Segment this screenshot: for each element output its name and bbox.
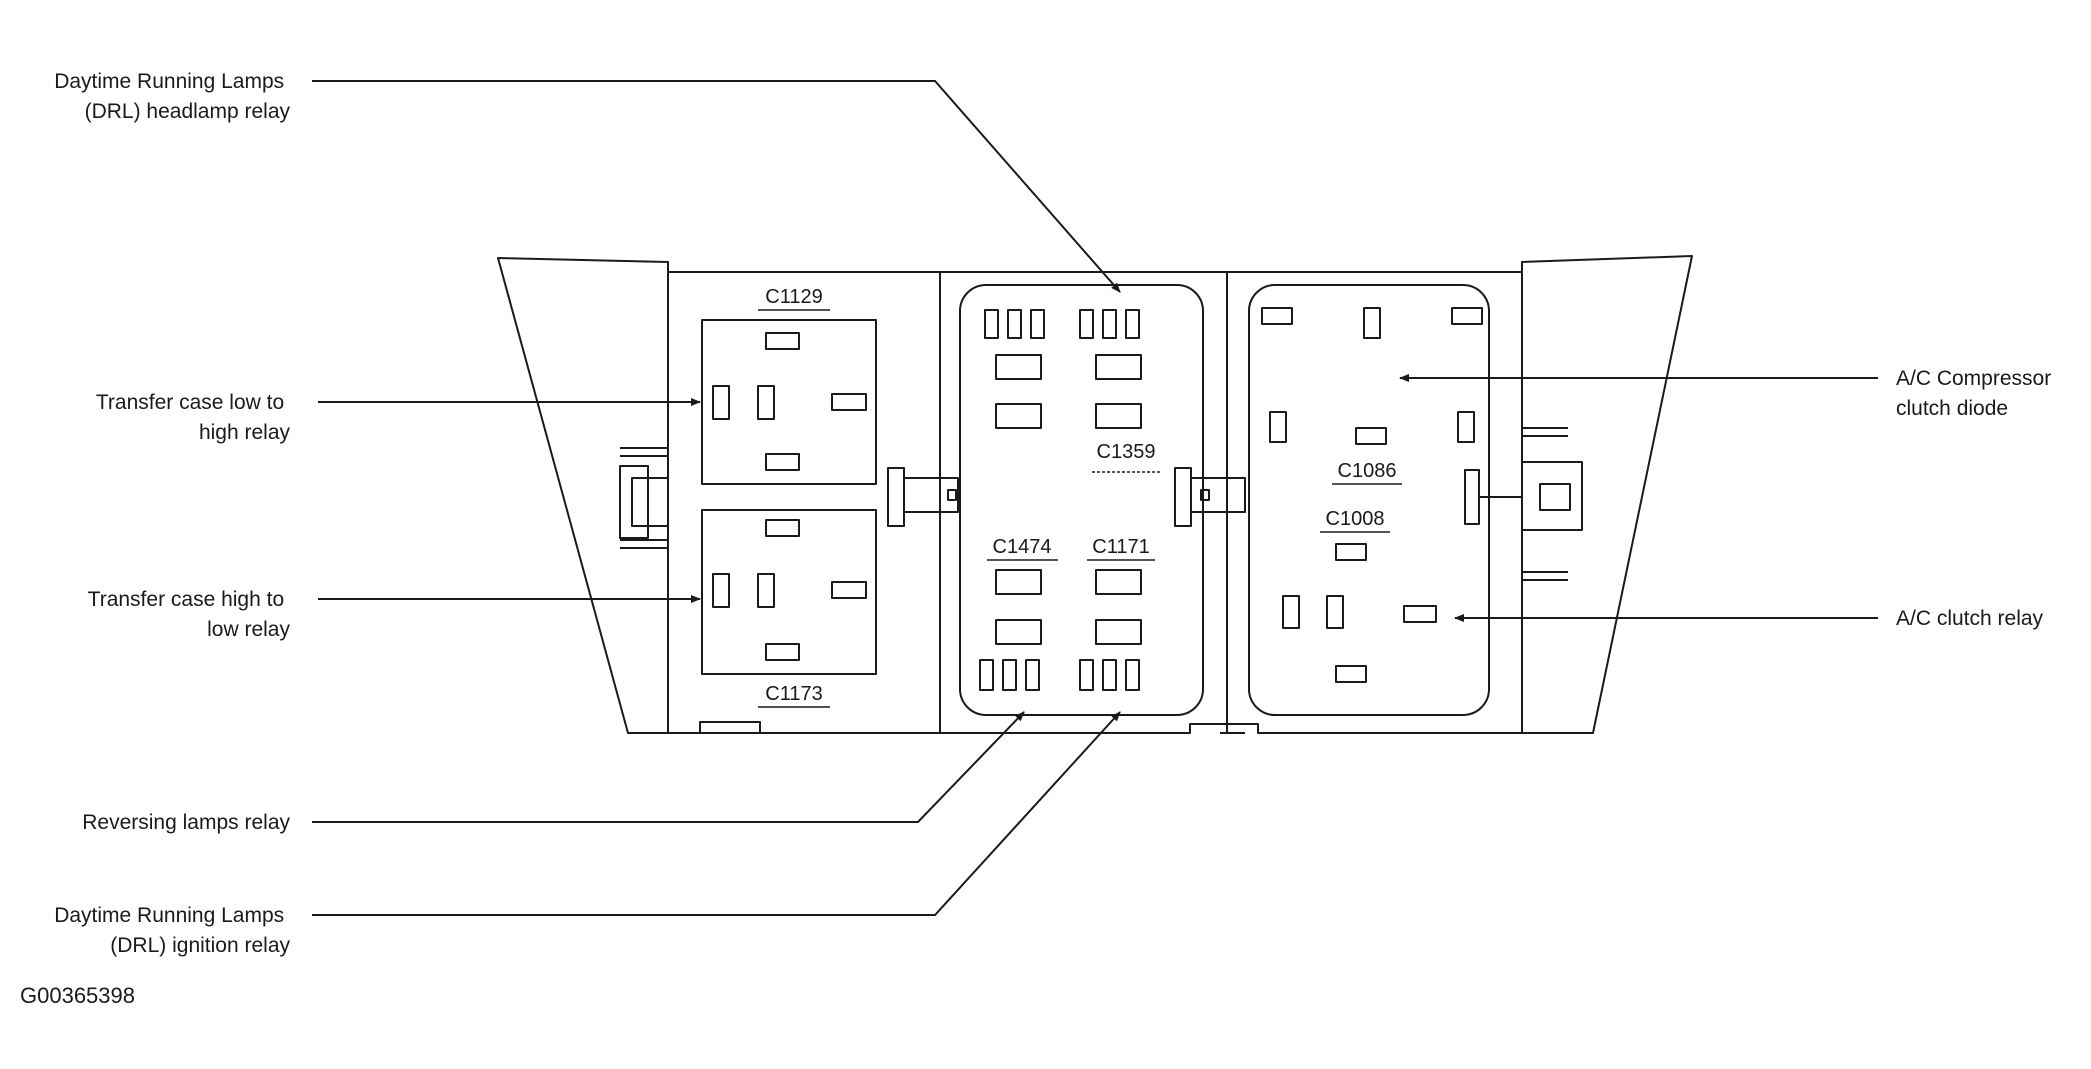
label-ac-compressor-clutch-diode: A/C Compressor clutch diode	[1896, 367, 2057, 420]
connector-label-underlines	[758, 309, 1402, 708]
relay-socket-c1129	[701, 319, 877, 485]
connector-label-c1474: C1474	[993, 536, 1052, 558]
left-mounting-bracket	[619, 447, 668, 549]
leader-drl-ignition-relay	[312, 711, 1121, 916]
connector-label-c1008: C1008	[1326, 508, 1385, 530]
connector-label-c1171: C1171	[1092, 536, 1149, 558]
right-relay-panel	[1248, 284, 1490, 716]
center-relay-panel	[959, 284, 1204, 716]
label-drl-headlamp-relay: Daytime Running Lamps (DRL) headlamp rel…	[54, 70, 290, 123]
label-reversing-lamps-relay: Reversing lamps relay	[82, 811, 290, 834]
label-transfer-case-low-to-high-relay: Transfer case low to high relay	[96, 391, 291, 444]
callout-leaders	[312, 80, 1878, 916]
label-ac-clutch-relay: A/C clutch relay	[1896, 607, 2044, 630]
housing-left-end	[497, 257, 669, 734]
housing-outline	[668, 271, 1523, 734]
leader-reversing-lamps-relay	[312, 711, 1025, 823]
label-transfer-case-high-to-low-relay: Transfer case high to low relay	[88, 588, 291, 641]
connector-label-c1086: C1086	[1338, 460, 1397, 482]
relay-socket-c1173	[701, 509, 877, 675]
housing-bottom-notches	[699, 721, 1245, 734]
connector-label-c1173: C1173	[765, 683, 822, 705]
leader-drl-headlamp-relay	[312, 80, 1121, 293]
section-clip-right	[1174, 467, 1246, 527]
label-drl-ignition-relay: Daytime Running Lamps (DRL) ignition rel…	[54, 904, 290, 957]
section-clip-left	[887, 467, 959, 527]
connector-label-c1129: C1129	[765, 286, 822, 308]
figure-id: G00365398	[20, 983, 135, 1008]
relay-box-housing	[497, 255, 1693, 734]
right-mounting-bracket	[1464, 427, 1583, 581]
connector-label-c1359: C1359	[1097, 441, 1156, 463]
housing-right-end	[1521, 255, 1693, 734]
